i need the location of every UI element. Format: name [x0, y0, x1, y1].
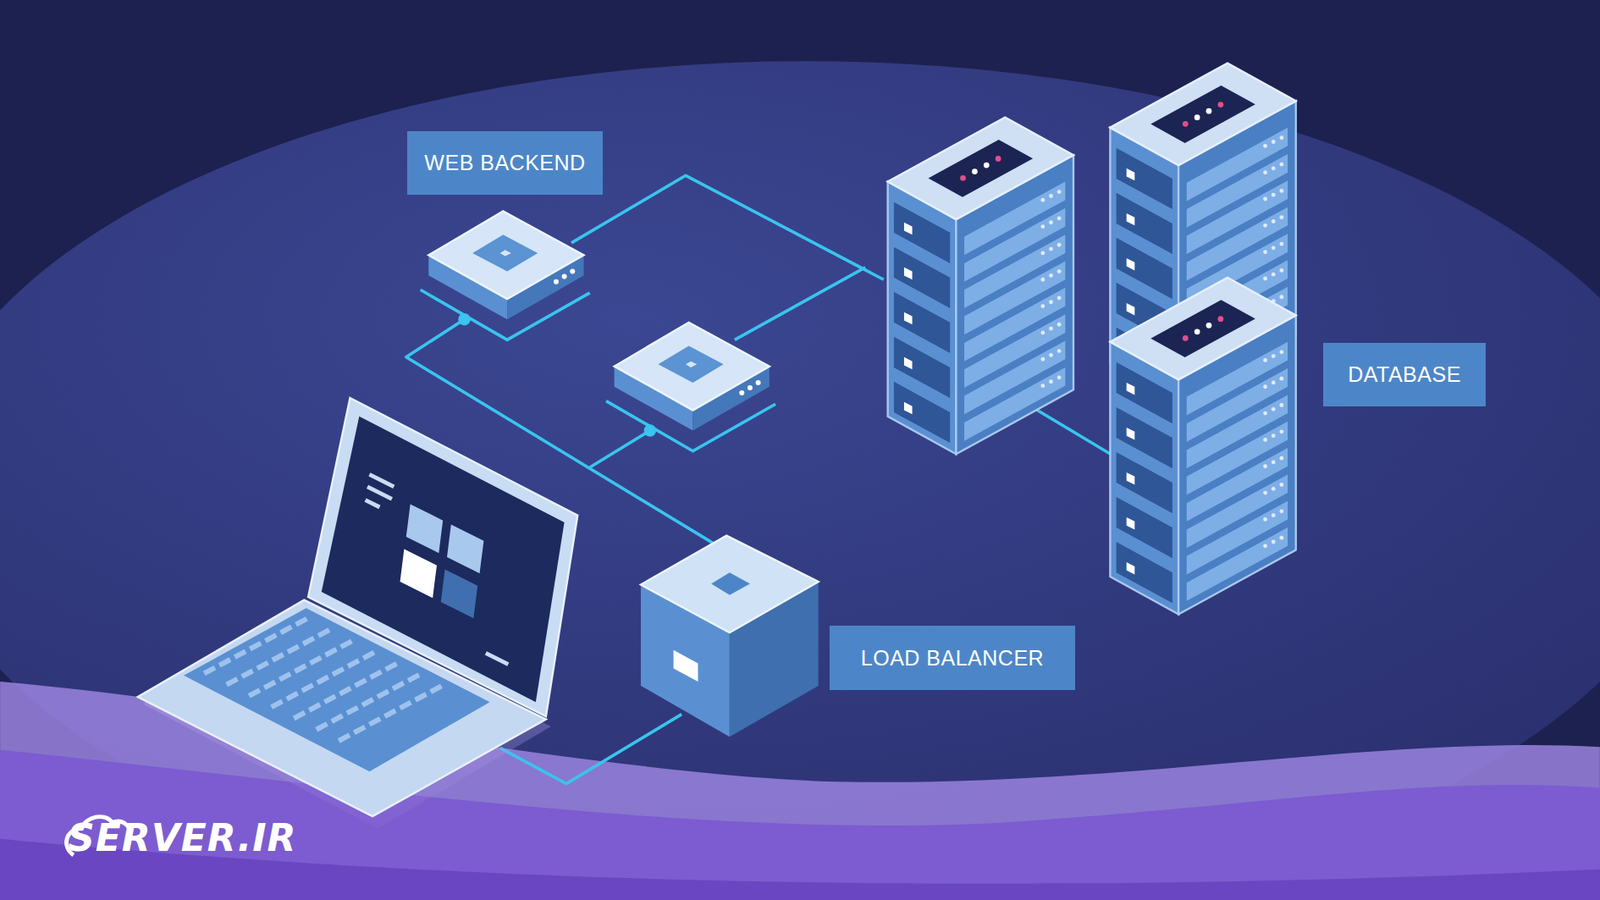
- label-text: LOAD BALANCER: [860, 645, 1044, 671]
- label-box: LOAD BALANCER: [829, 625, 1076, 690]
- label-text: WEB BACKEND: [424, 150, 585, 176]
- label-box: DATABASE: [1323, 342, 1486, 407]
- label-box: WEB BACKEND: [407, 131, 603, 195]
- watermark: SERVER.IR: [67, 816, 297, 860]
- label-text: DATABASE: [1347, 362, 1462, 387]
